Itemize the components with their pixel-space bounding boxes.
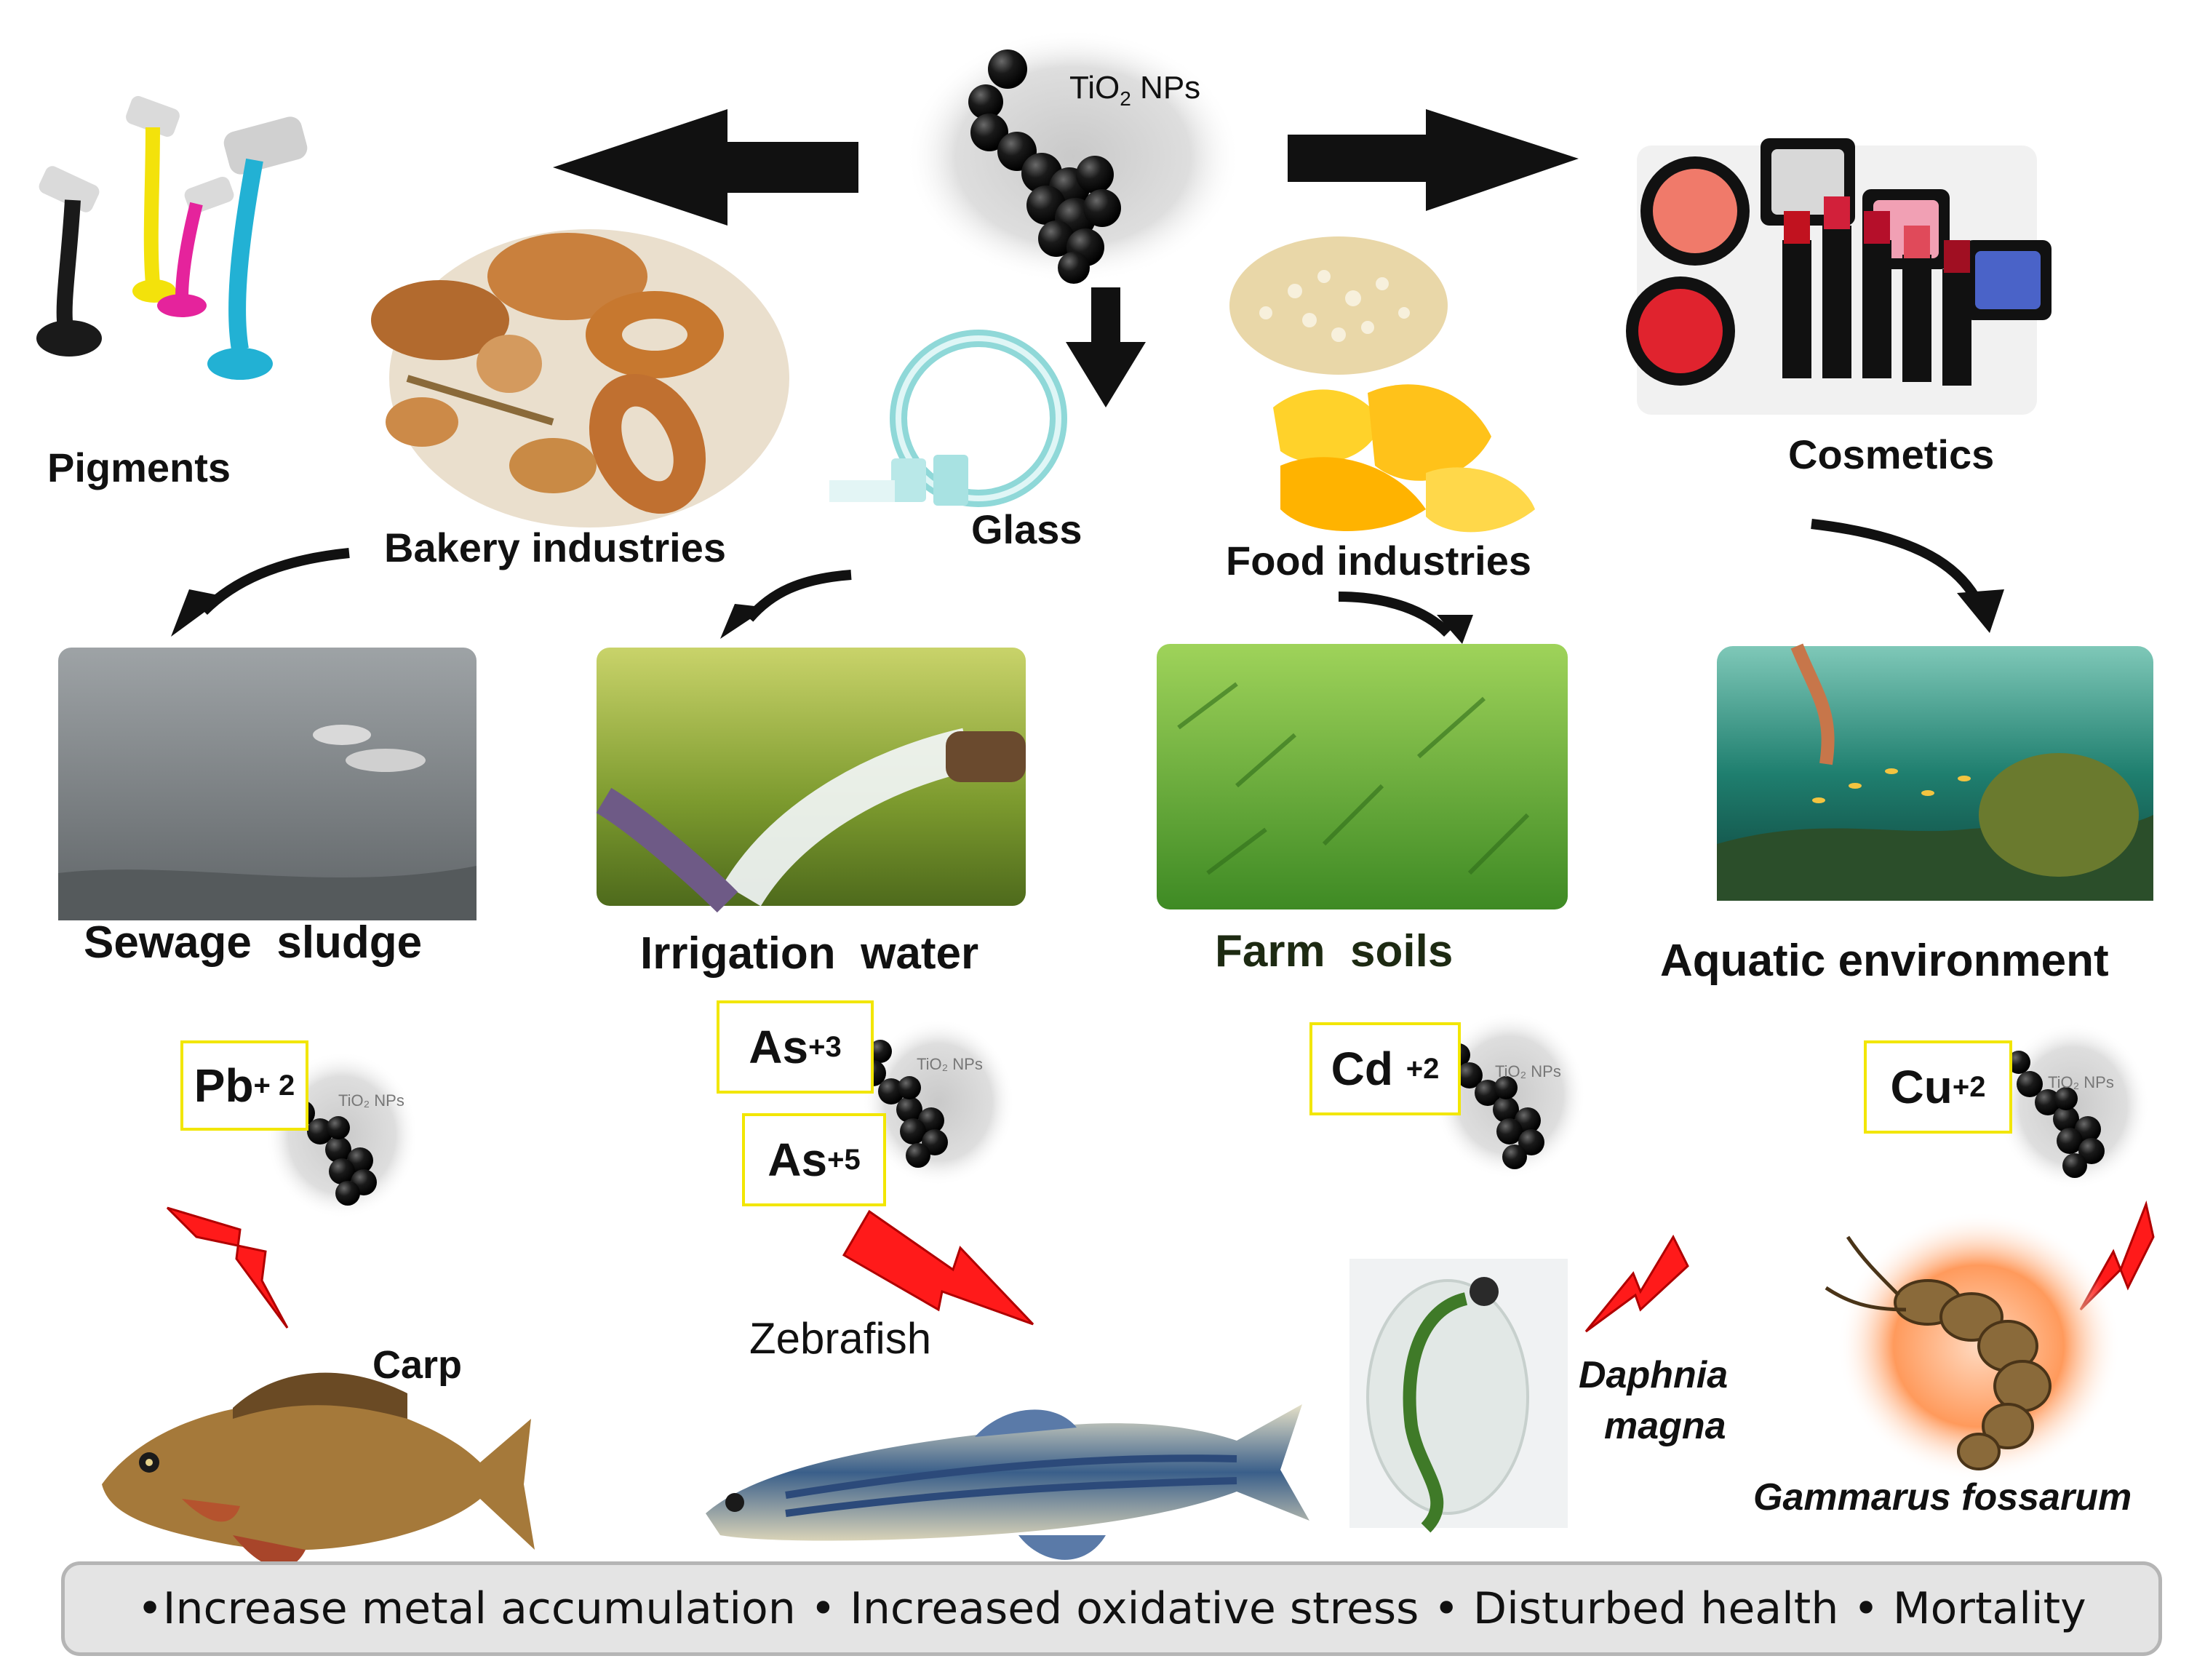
ion-as3-base: As	[749, 1021, 809, 1073]
gammarus-image	[1825, 1211, 2121, 1481]
ion-as5: As+5	[742, 1113, 886, 1206]
ion-as5-base: As	[767, 1134, 828, 1186]
glass-image	[829, 330, 1067, 507]
np-cluster-cd	[1433, 1011, 1586, 1179]
daphnia-label-1: Daphnia	[1579, 1354, 1729, 1396]
center-nanoparticle-cluster	[906, 29, 1240, 284]
carp-image	[102, 1372, 535, 1568]
farm-soils-image	[1157, 644, 1568, 909]
arrow-down	[1066, 287, 1146, 407]
effect-item: • Mortality	[1853, 1583, 2086, 1634]
arrow-right	[1288, 109, 1579, 211]
np-tag-cd: TiO₂ NPs	[1495, 1062, 1561, 1080]
lightning-icon-zebrafish	[842, 1209, 1034, 1326]
glass-label: Glass	[971, 506, 1082, 552]
gammarus-label: Gammarus fossarum	[1753, 1476, 2132, 1518]
center-np-label-tail: NPs	[1131, 70, 1201, 106]
ion-pb: Pb+ 2	[180, 1040, 308, 1131]
bakery-image	[371, 229, 789, 528]
pigments-label: Pigments	[47, 445, 231, 490]
effect-item: •Increase metal accumulation	[137, 1583, 796, 1634]
ion-cd-charge: +2	[1405, 1052, 1440, 1085]
np-tag-as: TiO₂ NPs	[917, 1055, 983, 1073]
ion-as3: As+3	[717, 1000, 874, 1094]
sewage-sludge-image	[58, 648, 477, 920]
irrigation-water-image	[596, 648, 1026, 913]
lightning-icon-daphnia	[1584, 1234, 1689, 1333]
np-tag-cu: TiO₂ NPs	[2048, 1073, 2114, 1091]
cosmetics-image	[1626, 138, 2052, 415]
aquatic-environment-image	[1717, 643, 2153, 901]
np-cluster-as	[860, 1019, 1015, 1186]
food-image	[1229, 236, 1535, 533]
center-np-label-main: TiO	[1069, 70, 1120, 106]
lightning-icon-carp	[166, 1206, 289, 1329]
ion-pb-base: Pb	[194, 1059, 254, 1112]
np-cluster-cu	[1997, 1022, 2150, 1190]
np-tag-pb: TiO₂ NPs	[338, 1091, 404, 1110]
curve-arrow-aquatic	[1811, 519, 1984, 607]
ion-pb-charge: + 2	[253, 1069, 295, 1102]
food-label: Food industries	[1226, 538, 1531, 584]
aquatic-label: Aquatic environment	[1660, 936, 2109, 986]
ion-cd-base: Cd	[1331, 1043, 1406, 1095]
zebrafish-image	[706, 1404, 1309, 1560]
curve-arrow-irrigation	[745, 570, 852, 622]
irrigation-label: Irrigation water	[640, 928, 979, 979]
ion-cu-base: Cu	[1890, 1061, 1953, 1113]
farm-label: Farm soils	[1215, 926, 1454, 976]
curve-arrow-farm	[1338, 592, 1451, 637]
cosmetics-label: Cosmetics	[1788, 431, 1995, 477]
pigments-image	[36, 96, 308, 380]
effect-item: • Increased oxidative stress	[810, 1583, 1419, 1634]
carp-label: Carp	[372, 1343, 463, 1387]
curve-arrow-sewage	[200, 548, 350, 615]
zebrafish-label: Zebrafish	[749, 1314, 932, 1363]
center-np-label-sub: 2	[1120, 87, 1131, 110]
ion-cu-charge: +2	[1952, 1070, 1986, 1103]
ion-as3-charge: +3	[808, 1030, 842, 1063]
ion-cu: Cu+2	[1864, 1040, 2012, 1134]
sewage-label: Sewage sludge	[84, 917, 423, 968]
arrow-left	[553, 109, 858, 226]
daphnia-image	[1349, 1259, 1568, 1533]
effect-item: • Disturbed health	[1433, 1583, 1839, 1634]
effects-bar: •Increase metal accumulation • Increased…	[61, 1561, 2162, 1656]
bakery-label: Bakery industries	[384, 525, 726, 570]
daphnia-label-2: magna	[1604, 1405, 1726, 1447]
ion-cd: Cd +2	[1309, 1022, 1461, 1115]
ion-as5-charge: +5	[827, 1143, 861, 1176]
center-np-label: TiO2 NPs	[1069, 70, 1200, 111]
